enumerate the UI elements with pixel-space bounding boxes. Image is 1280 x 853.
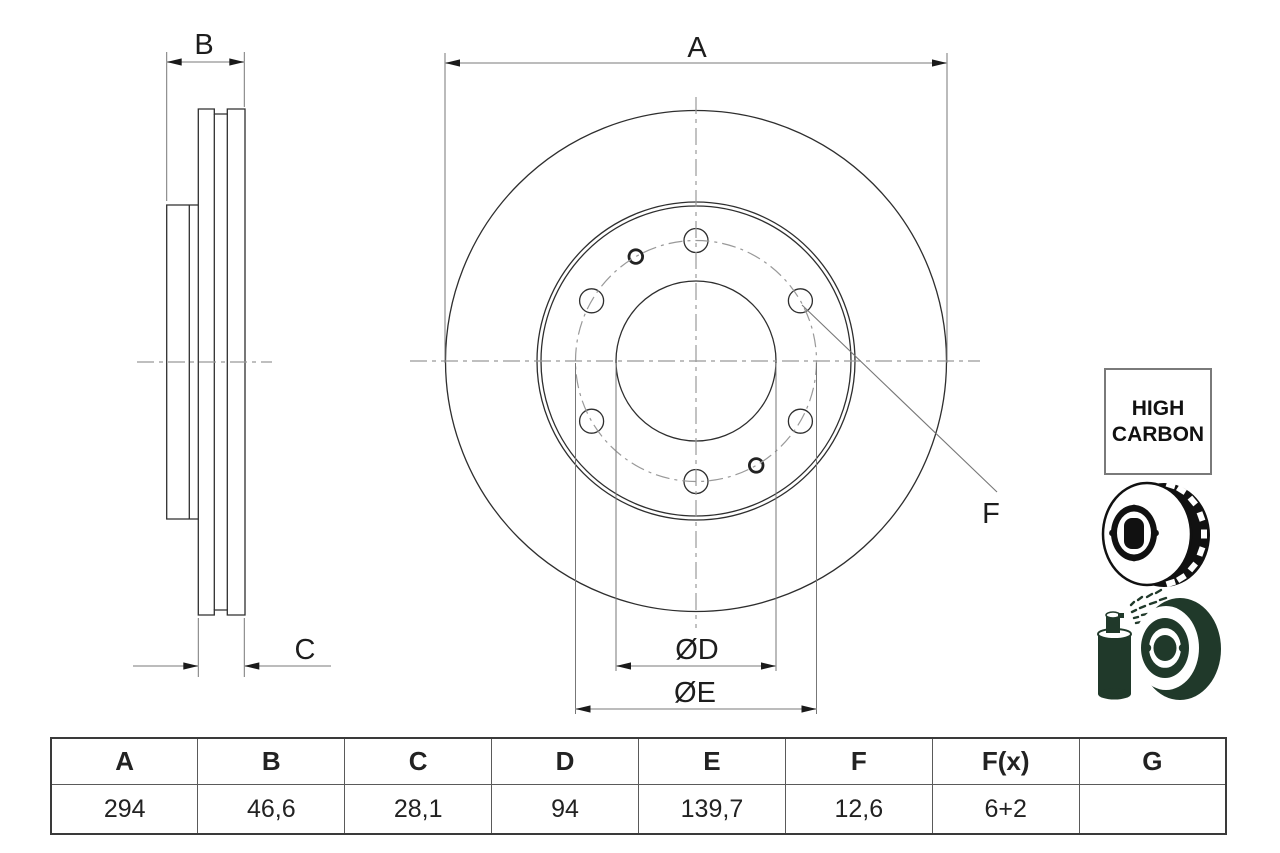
col-header-e: E: [638, 737, 786, 785]
value-d: 94: [491, 784, 639, 835]
dimensions-table: A B C D E F F(x) G 294 46,6 28,1 94 139,…: [50, 737, 1227, 835]
value-e: 139,7: [638, 784, 786, 835]
spray-can: [1097, 611, 1132, 700]
value-a: 294: [50, 784, 199, 835]
table-value-row: 294 46,6 28,1 94 139,7 12,6 6+2: [50, 784, 1227, 835]
value-fx: 6+2: [931, 784, 1080, 835]
vented-brake-disc-icon: [1101, 480, 1210, 588]
dimension-E: ØE: [575, 363, 817, 714]
col-header-fx: F(x): [931, 737, 1080, 785]
value-c: 28,1: [344, 784, 493, 835]
high-carbon-line2: CARBON: [1111, 422, 1205, 446]
coated-disc: [1133, 598, 1221, 700]
high-carbon-badge: HIGH CARBON: [1104, 368, 1212, 475]
col-header-b: B: [197, 737, 346, 785]
dimension-A: A: [444, 32, 948, 363]
dim-label-e: ØE: [674, 677, 716, 709]
bolt-circle: [574, 239, 818, 483]
dim-label-c: C: [295, 634, 316, 666]
col-header-d: D: [491, 737, 639, 785]
value-b: 46,6: [197, 784, 346, 835]
dim-label-f: F: [982, 498, 1000, 530]
dimension-F: F: [801, 304, 1000, 530]
col-header-f: F: [784, 737, 933, 785]
dimension-D: ØD: [615, 363, 777, 671]
dimension-B: B: [166, 29, 245, 201]
dimension-C: C: [133, 618, 331, 677]
dim-label-b: B: [194, 29, 213, 61]
high-carbon-line1: HIGH: [1131, 396, 1185, 420]
front-view-centerlines: [410, 97, 980, 628]
hat-flange-outline: [166, 204, 199, 520]
spray-coated-disc-icon: [1097, 588, 1221, 700]
col-header-g: G: [1078, 737, 1227, 785]
dim-label-d: ØD: [675, 634, 719, 666]
table-header-row: A B C D E F F(x) G: [50, 737, 1227, 785]
side-view: [166, 108, 246, 616]
technical-drawing: B C: [133, 29, 1221, 714]
value-g: [1078, 784, 1227, 835]
dim-label-a: A: [687, 32, 707, 64]
col-header-a: A: [50, 737, 199, 785]
value-f: 12,6: [784, 784, 933, 835]
locating-holes: [627, 248, 765, 474]
col-header-c: C: [344, 737, 493, 785]
